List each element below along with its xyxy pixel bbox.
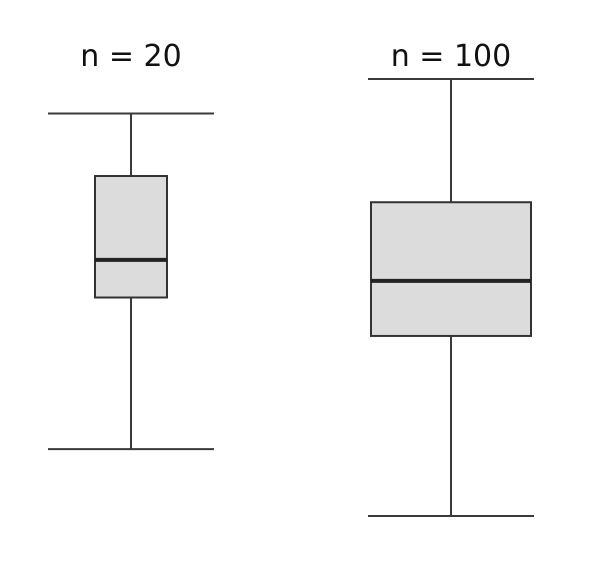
plot-label: n = 100 [391, 39, 511, 74]
interquartile-box [370, 201, 532, 337]
interquartile-box [94, 175, 168, 299]
box-plot-group: n = 100 [368, 39, 534, 517]
plot-label: n = 20 [80, 39, 181, 74]
box-plot-group: n = 20 [48, 39, 214, 451]
